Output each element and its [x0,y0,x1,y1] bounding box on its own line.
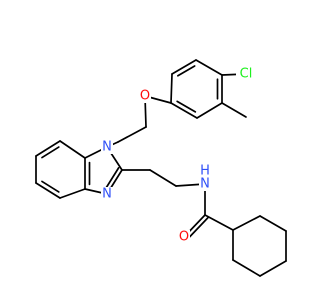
carbonyl-oxygen-atom-group: O [178,230,190,245]
bond-b7-c7a [59,140,86,159]
chlorine-atom: Cl [240,67,253,82]
bond-ch1-ch2 [149,169,177,187]
chlorine-label-bg [236,66,256,82]
bond-a1-a2-inner [177,65,196,77]
bond-a5-a6-inner [176,100,197,113]
bond-ce1-ce2 [117,126,147,143]
benzimidazole-n1-atom: N [102,140,112,155]
amide-nitrogen-atom-group: N H [199,164,211,192]
ether-oxygen-atom: O [140,89,150,104]
bond-b4-b5 [35,182,61,199]
bond-a5-a6 [170,102,198,119]
benzimidazole-n3-atom-group: N [101,187,113,202]
bond-layer [35,59,287,277]
bond-a2-a3 [195,59,223,76]
bond-a4-me [221,102,247,118]
amide-h-atom: H [200,164,210,179]
bond-b6-b7-inner [41,146,60,159]
benzimidazole-n3-atom: N [102,187,112,202]
molecule-structure: Cl O N N N H O [35,59,287,277]
bond-a4-a5 [196,102,223,119]
benzimidazole-n3-label-bg [101,187,113,201]
bond-cc-cy1 [204,214,234,231]
ether-oxygen-label-bg [139,89,151,103]
benzimidazole-n1-atom-group: N [101,140,113,155]
bond-a1-a2 [171,59,197,75]
bond-c3a-b4 [59,188,86,199]
bond-b4-b5-inner [41,180,60,193]
atom-layer: Cl O N N N H O [101,66,256,245]
bond-cy4-cy5 [259,260,287,277]
bond-a6-a1 [170,73,173,104]
amide-nitrogen-label-bg [199,177,211,191]
benzimidazole-n1-label-bg [101,140,113,154]
bond-cc-oc-second [186,216,209,241]
amide-h-label-bg [199,165,211,177]
bond-cy5-cy6 [232,259,261,277]
bond-b6-b7 [35,140,61,157]
bond-cy2-cy3 [259,215,287,232]
ether-oxygen-atom-group: O [139,89,151,104]
amide-nitrogen-atom: N [200,177,210,192]
bond-cy1-cy2 [232,215,261,231]
carbonyl-oxygen-atom: O [179,230,189,245]
chlorine-atom-group: Cl [236,66,256,82]
carbonyl-oxygen-label-bg [178,230,190,244]
